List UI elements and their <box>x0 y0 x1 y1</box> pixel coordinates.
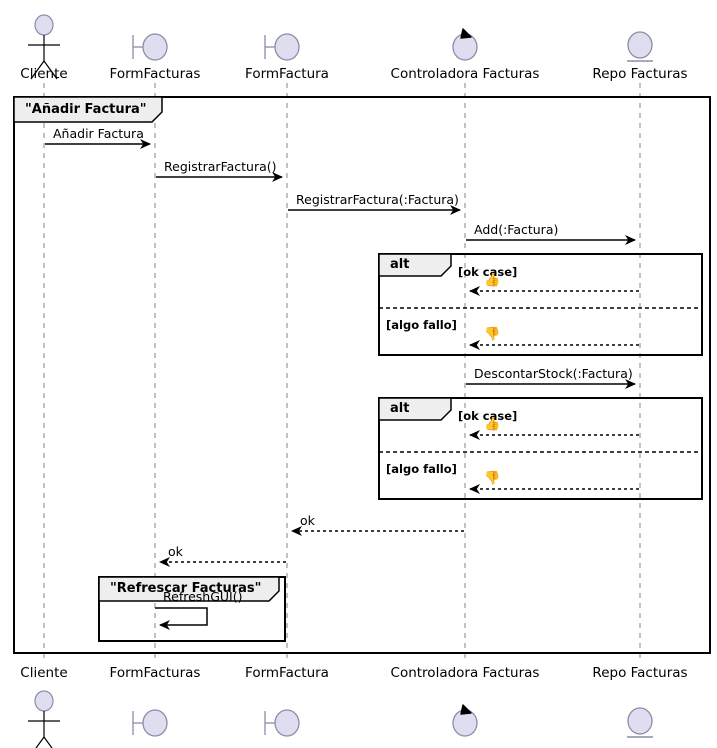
participant-icon-top-formfactura <box>264 33 300 61</box>
participant-label-bottom-controladora: Controladora Facturas <box>390 665 540 681</box>
participant-top-cliente[interactable] <box>0 26 104 88</box>
fragment-alt2-label: alt <box>390 401 410 416</box>
message-m2[interactable] <box>156 169 282 185</box>
message-m12-arrow <box>155 607 208 630</box>
message-m6-label: 👎 <box>484 327 501 342</box>
participant-label-top-cliente: Cliente <box>20 66 68 82</box>
participant-icon-bottom-formfacturas <box>132 709 168 737</box>
message-m9[interactable] <box>470 481 639 497</box>
boundary-circle-icon <box>274 33 300 61</box>
message-m8[interactable] <box>470 427 639 443</box>
message-m12-label: RefreshGUI() <box>163 589 243 604</box>
message-m11[interactable] <box>160 554 286 570</box>
participant-label-bottom-formfactura: FormFactura <box>245 665 329 681</box>
actor-leg-left-icon <box>35 736 45 748</box>
participant-icon-top-controladora <box>452 28 478 61</box>
participant-icon-bottom-repo <box>627 707 653 738</box>
participant-bottom-repo[interactable] <box>580 659 700 721</box>
message-m3[interactable] <box>288 202 460 218</box>
message-m9-label: 👎 <box>484 471 501 486</box>
fragment-refrescar <box>98 576 286 642</box>
participant-label-top-repo: Repo Facturas <box>592 66 688 82</box>
participant-label-top-formfactura: FormFactura <box>245 66 329 82</box>
control-arrow-icon <box>460 28 472 39</box>
entity-circle-icon <box>627 707 653 735</box>
fragment-alt1-guard-0: [ok case] <box>458 265 518 279</box>
outer-frame-tab <box>13 96 163 123</box>
fragment-alt1-tab <box>378 253 452 277</box>
actor-leg-left-icon <box>30 60 45 80</box>
participant-top-controladora[interactable] <box>405 26 525 88</box>
participant-label-bottom-repo: Repo Facturas <box>592 665 688 681</box>
boundary-circle-icon <box>142 709 168 737</box>
fragment-refrescar-label: "Refrescar Facturas" <box>110 581 262 596</box>
actor-leg-right-icon <box>43 736 53 748</box>
message-m5-label: 👍 <box>484 273 501 288</box>
outer-frame-border <box>13 96 711 654</box>
participant-top-repo[interactable] <box>580 26 700 88</box>
fragment-refrescar-tab <box>98 576 280 602</box>
participant-bottom-formfactura[interactable] <box>227 659 347 721</box>
message-m11-label: ok <box>168 544 183 559</box>
message-m4-label: Add(:Factura) <box>474 222 559 237</box>
participant-top-formfacturas[interactable] <box>95 26 215 88</box>
fragment-alt2-guard-0: [ok case] <box>458 409 518 423</box>
entity-circle-icon <box>627 31 653 59</box>
message-m1[interactable] <box>45 136 150 152</box>
fragment-alt2-border <box>378 397 703 500</box>
message-m10[interactable] <box>292 523 464 539</box>
participant-bottom-cliente[interactable] <box>0 659 104 721</box>
actor-leg-right-icon <box>43 60 58 80</box>
outer-frame <box>13 96 711 654</box>
message-m1-label: Añadir Factura <box>53 126 144 141</box>
message-m2-label: RegistrarFactura() <box>164 159 277 174</box>
participant-bottom-controladora[interactable] <box>405 659 525 721</box>
message-m4[interactable] <box>466 232 635 248</box>
participant-icon-bottom-formfactura <box>264 709 300 737</box>
outer-frame-label: "Añadir Factura" <box>25 102 147 117</box>
fragment-alt1-guard-1: [algo fallo] <box>386 318 457 332</box>
fragment-alt1-label: alt <box>390 257 410 272</box>
fragment-alt1 <box>378 253 703 356</box>
message-m6[interactable] <box>470 337 639 353</box>
message-m3-label: RegistrarFactura(:Factura) <box>296 192 459 207</box>
participant-icon-bottom-cliente <box>28 690 60 748</box>
participant-label-top-controladora: Controladora Facturas <box>390 66 540 82</box>
fragment-alt2-guard-1: [algo fallo] <box>386 462 457 476</box>
participant-bottom-formfacturas[interactable] <box>95 659 215 721</box>
participant-icon-top-formfacturas <box>132 33 168 61</box>
participant-icon-top-cliente <box>28 14 60 80</box>
participant-icon-bottom-controladora <box>452 704 478 737</box>
boundary-circle-icon <box>274 709 300 737</box>
participant-label-top-formfacturas: FormFacturas <box>109 66 201 82</box>
boundary-circle-icon <box>142 33 168 61</box>
message-m8-label: 👍 <box>484 417 501 432</box>
message-m10-label: ok <box>300 513 315 528</box>
participant-icon-top-repo <box>627 31 653 62</box>
participant-label-bottom-cliente: Cliente <box>20 665 68 681</box>
message-m7[interactable] <box>466 376 635 392</box>
message-m7-label: DescontarStock(:Factura) <box>474 366 633 381</box>
participant-label-bottom-formfacturas: FormFacturas <box>109 665 201 681</box>
message-m5[interactable] <box>470 283 639 299</box>
control-arrow-icon <box>460 704 472 715</box>
fragment-alt1-border <box>378 253 703 356</box>
participant-top-formfactura[interactable] <box>227 26 347 88</box>
fragment-alt2 <box>378 397 703 500</box>
fragment-alt2-tab <box>378 397 452 421</box>
